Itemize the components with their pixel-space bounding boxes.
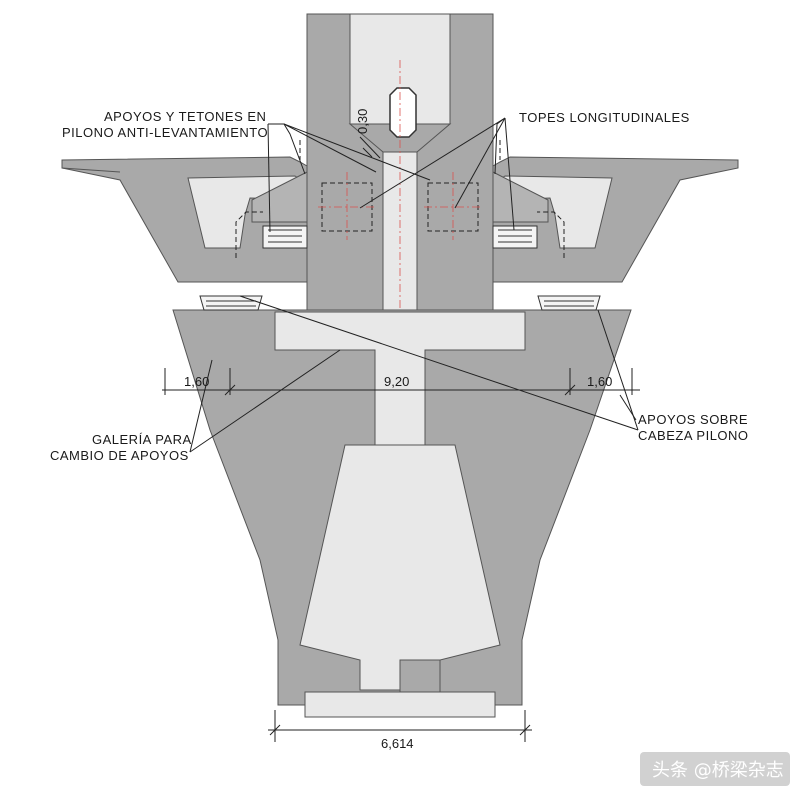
- watermark-backdrop: [640, 752, 790, 786]
- left-uplift-ledge: [251, 171, 308, 223]
- label-galeria-2: CAMBIO DE APOYOS: [50, 448, 189, 463]
- pylon-base-void: [304, 691, 496, 718]
- pylon-web: [399, 659, 441, 693]
- bearing-right-upper: [492, 225, 538, 249]
- dim-left-offset: 1,60: [184, 374, 209, 389]
- bearing-right-head: [537, 295, 601, 311]
- label-apoyos-sobre-2: CABEZA PILONO: [638, 428, 749, 443]
- leader-lines: [189, 117, 639, 453]
- pylon-opening: [389, 87, 417, 138]
- dim-width-top: 9,20: [384, 374, 409, 389]
- right-uplift-ledge: [492, 171, 549, 223]
- dim-base-width: 6,614: [381, 736, 414, 751]
- label-apoyos-sobre-1: APOYOS SOBRE: [638, 412, 748, 427]
- bearing-left-head: [199, 295, 263, 311]
- label-apoyos-tetones-2: PILONO ANTI-LEVANTAMIENTO: [62, 125, 268, 140]
- label-apoyos-tetones-1: APOYOS Y TETONES EN: [104, 109, 266, 124]
- dim-right-offset: 1,60: [587, 374, 612, 389]
- dim-gap: 0,30: [355, 109, 370, 134]
- bearing-left-upper: [262, 225, 308, 249]
- watermark: 头条 @桥梁杂志: [652, 760, 784, 781]
- dimension-lines: [162, 136, 640, 742]
- deck-left-cantilever-top: [61, 160, 121, 173]
- lower-pylon: [172, 309, 632, 718]
- label-topes-longitudinales: TOPES LONGITUDINALES: [519, 110, 690, 125]
- label-galeria-1: GALERÍA PARA: [92, 432, 192, 447]
